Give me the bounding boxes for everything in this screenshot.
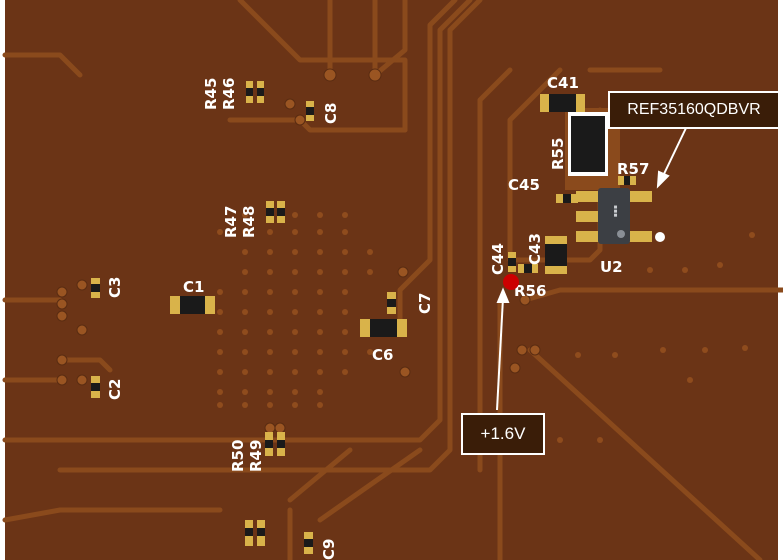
label-r48: R48 <box>240 206 258 238</box>
label-c43: C43 <box>526 233 544 265</box>
label-c1: C1 <box>183 278 204 296</box>
component-c3 <box>91 278 100 298</box>
label-c2: C2 <box>106 379 124 400</box>
component-r55 <box>568 112 608 176</box>
via-grid <box>217 212 755 443</box>
pin1-dot <box>655 232 665 242</box>
label-c7: C7 <box>416 293 434 314</box>
label-r49: R49 <box>247 440 265 472</box>
via-field <box>56 68 541 434</box>
label-r47: R47 <box>222 206 240 238</box>
label-c8: C8 <box>322 103 340 124</box>
label-c6: C6 <box>372 346 393 364</box>
component-c2 <box>91 376 100 398</box>
component-c45 <box>556 194 578 203</box>
component-c1 <box>170 296 215 314</box>
component-c9 <box>304 532 313 554</box>
callout-arrows <box>496 127 687 411</box>
probe-point <box>503 274 519 290</box>
component-u2-pads <box>576 191 652 242</box>
label-c9: C9 <box>320 539 338 560</box>
label-c41: C41 <box>547 74 579 92</box>
label-c44: C44 <box>489 243 507 275</box>
component-r45-r46 <box>246 81 264 103</box>
svg-text:▪▪▪: ▪▪▪ <box>612 205 619 217</box>
label-u2: U2 <box>600 258 623 276</box>
voltage-callout: +1.6V <box>461 413 545 455</box>
label-c3: C3 <box>106 277 124 298</box>
component-u2-body: ▪▪▪ <box>598 188 630 244</box>
silkscreen-labels: R45 R46 C8 R47 R48 C3 C1 C2 C7 C6 R50 R4… <box>106 74 649 560</box>
label-r45: R45 <box>202 78 220 110</box>
component-r57 <box>618 176 636 185</box>
label-r57: R57 <box>617 160 649 178</box>
component-c7 <box>387 292 396 314</box>
component-r47-r48 <box>266 201 285 223</box>
component-c43 <box>545 236 567 274</box>
label-r50: R50 <box>229 440 247 472</box>
component-c8 <box>306 101 314 121</box>
component-r56 <box>518 264 538 273</box>
component-c6 <box>360 319 407 337</box>
label-r55: R55 <box>549 138 567 170</box>
component-bottom-pair <box>245 520 265 546</box>
component-c44 <box>508 252 516 272</box>
component-c41 <box>540 94 585 112</box>
part-number-callout: REF35160QDBVR <box>608 91 780 129</box>
board-right-edge <box>778 0 783 560</box>
label-r56: R56 <box>514 282 546 300</box>
label-c45: C45 <box>508 176 540 194</box>
label-r46: R46 <box>220 78 238 110</box>
component-r50-r49 <box>265 432 285 456</box>
board-left-edge <box>0 0 5 560</box>
